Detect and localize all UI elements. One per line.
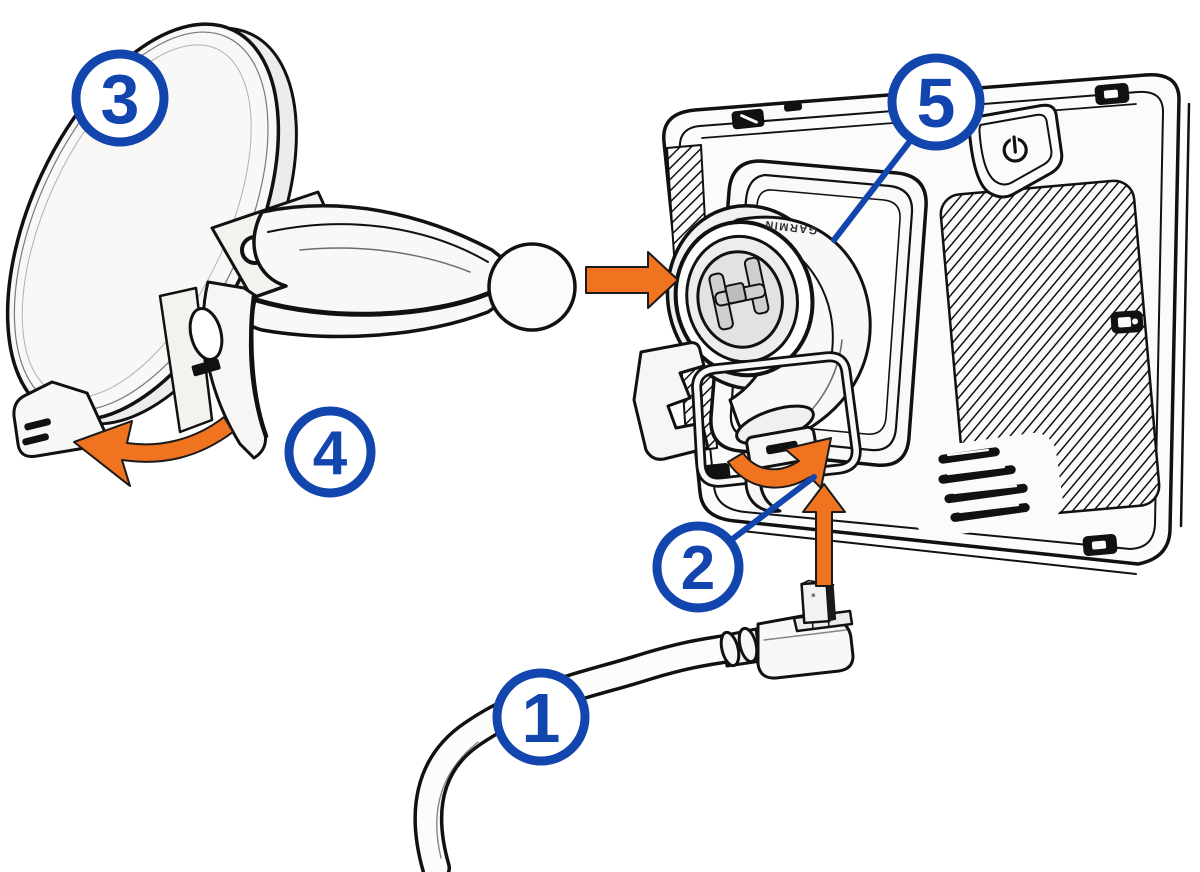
- direction-arrows: [73, 251, 846, 587]
- insert-ball-arrow: [585, 251, 679, 309]
- callout-3: 3: [71, 49, 169, 147]
- callout-1-number: 1: [522, 679, 561, 757]
- cradle: GARMIN: [665, 204, 872, 446]
- side-slot: [1110, 310, 1144, 334]
- callout-5-number: 5: [917, 64, 956, 142]
- device-back: GARMIN: [632, 72, 1191, 575]
- usb-connector: [756, 579, 855, 680]
- hatch-right-panel: [939, 179, 1161, 521]
- power-cable: [413, 579, 855, 872]
- mount-arm: [240, 204, 515, 339]
- callout-2-number: 2: [681, 534, 715, 603]
- power-icon: [1002, 135, 1028, 163]
- lever-rotate-arrow: [73, 416, 234, 487]
- ball-joint: [487, 242, 577, 332]
- release-lever: [158, 280, 269, 460]
- strain-relief: [719, 626, 763, 668]
- callouts: 1 2 3 4 5: [71, 49, 985, 766]
- cradle-rotate-arrow: [727, 437, 832, 489]
- speaker-vents: [907, 432, 1063, 538]
- suction-cup-mount: [5, 22, 577, 460]
- ball-socket-clips: [708, 256, 770, 331]
- callout-1: 1: [492, 668, 590, 766]
- callout-5-leader: [831, 133, 917, 243]
- connect-cable-arrow: [802, 483, 846, 587]
- callout-2: 2: [652, 521, 744, 613]
- callout-4: 4: [284, 406, 376, 498]
- corner-screw-tabs: [701, 82, 1144, 557]
- callout-3-number: 3: [101, 60, 140, 138]
- callout-4-number: 4: [313, 419, 348, 488]
- callout-2-leader: [723, 474, 817, 547]
- callout-5: 5: [887, 53, 985, 151]
